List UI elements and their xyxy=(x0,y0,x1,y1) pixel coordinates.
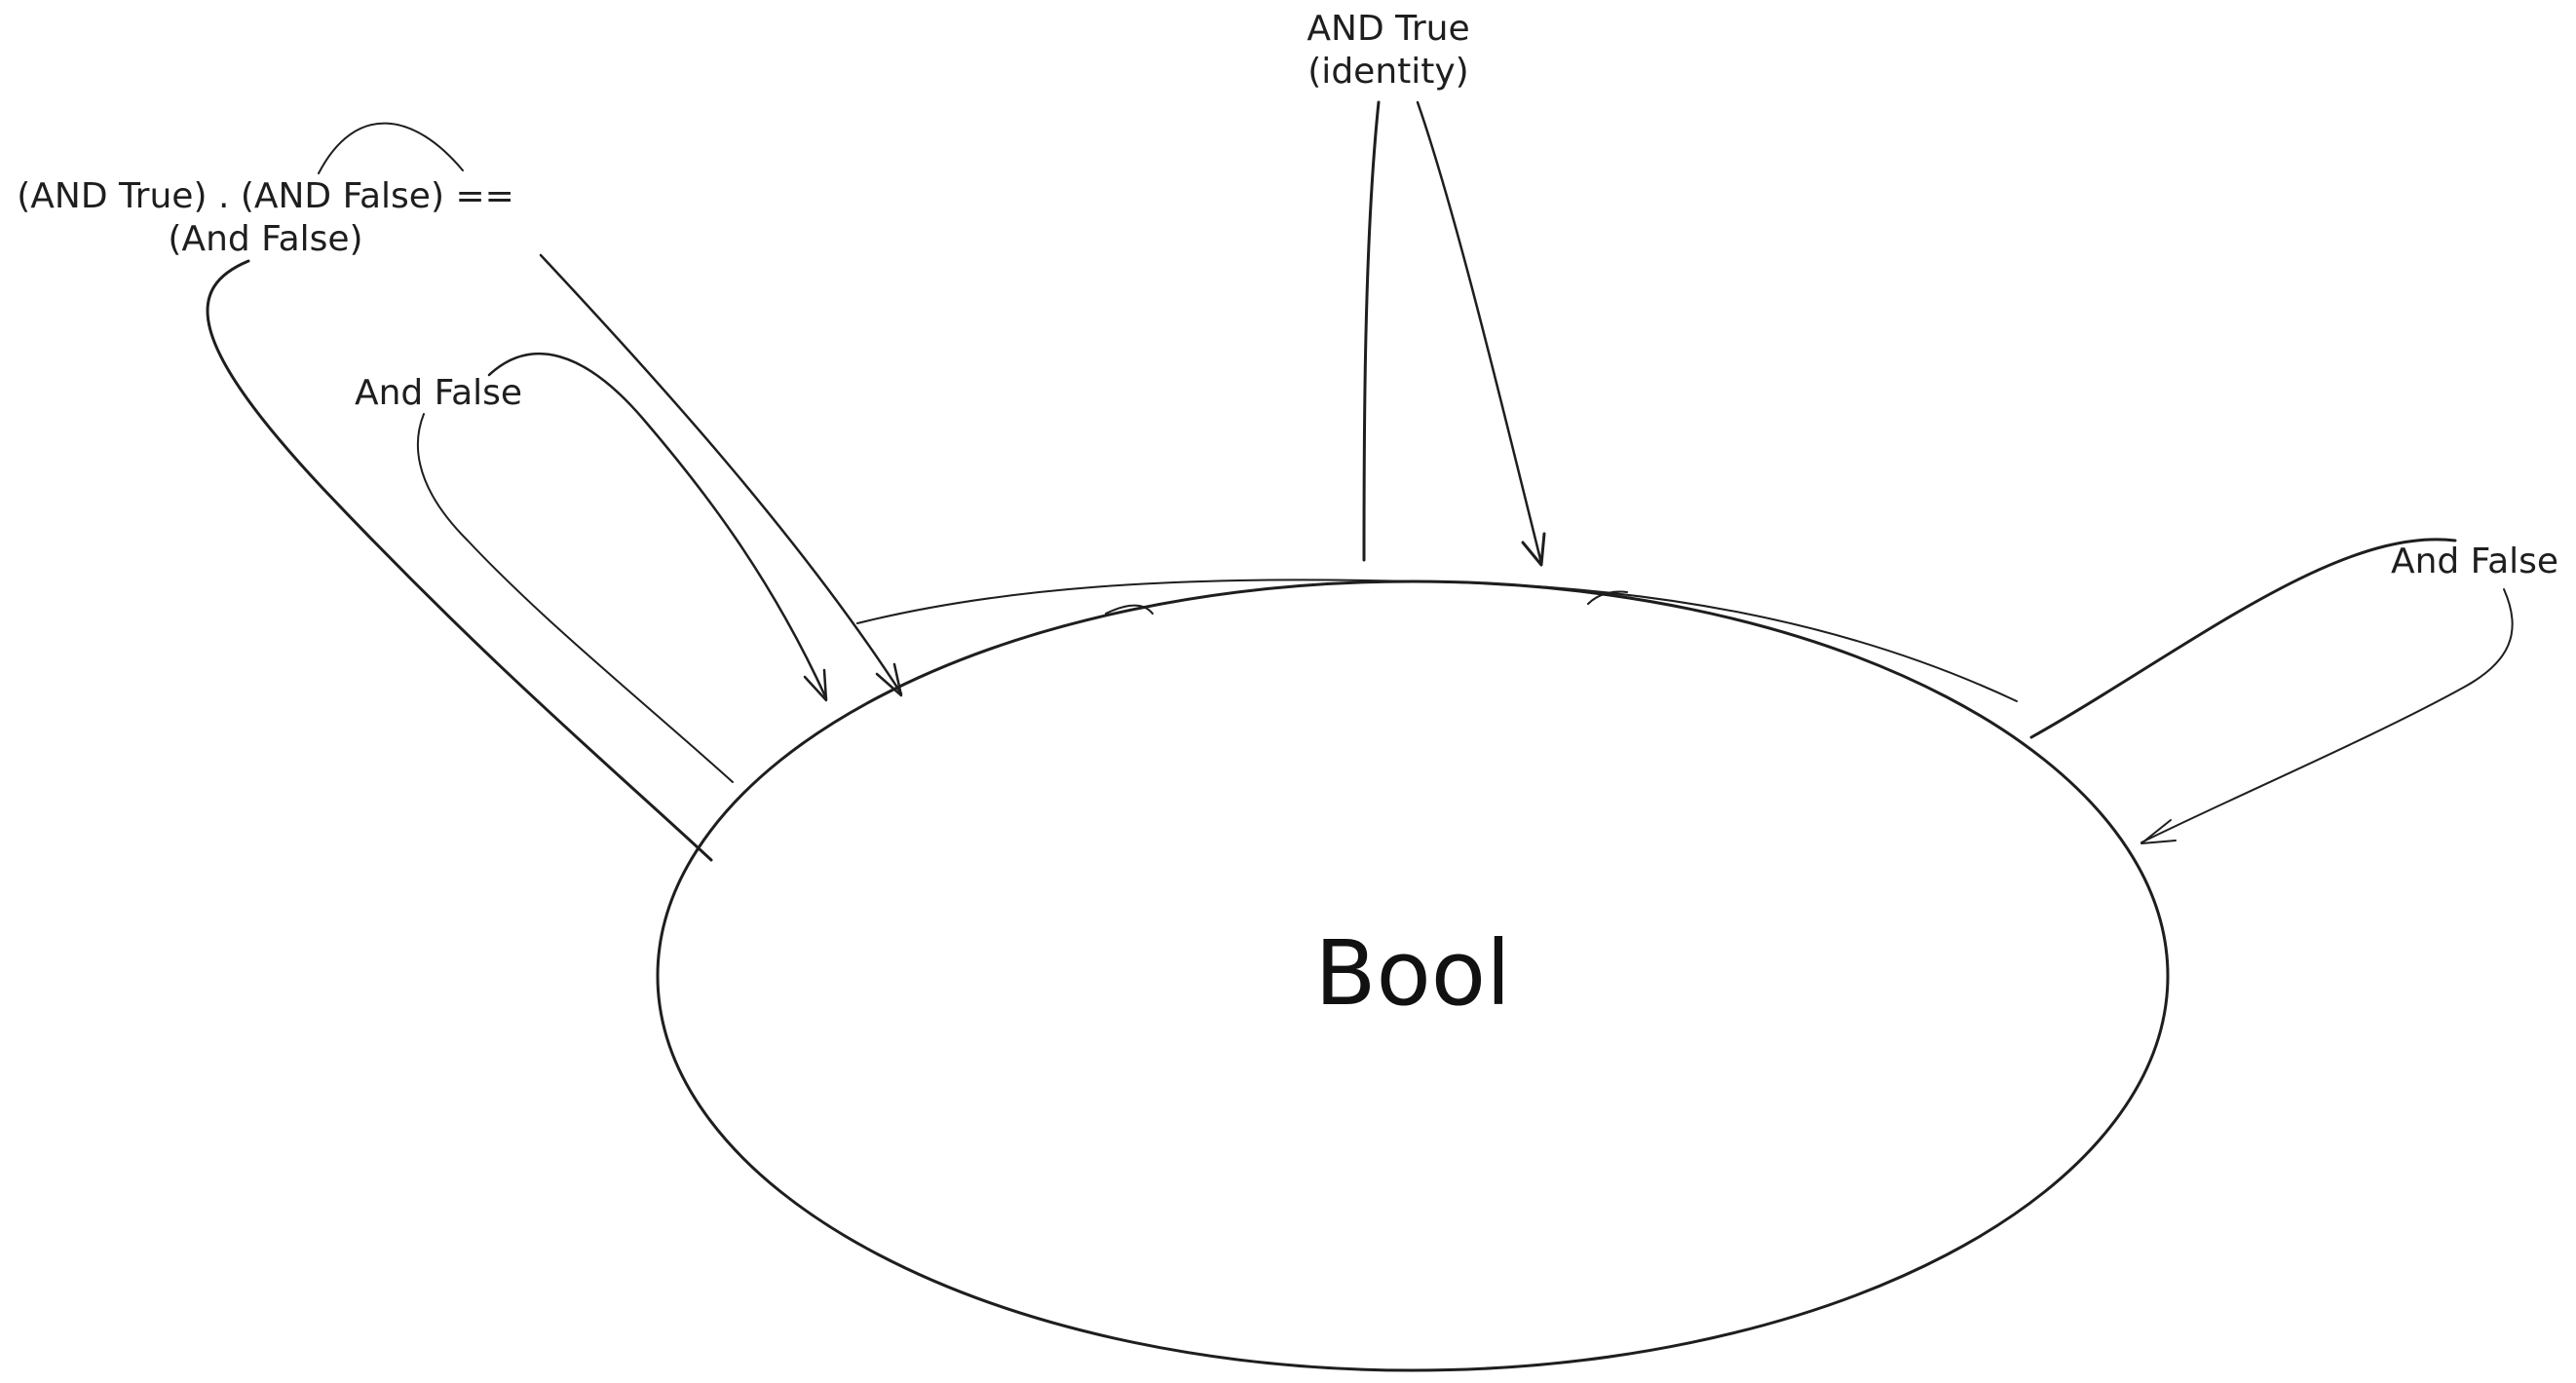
edge-and-false-right-label: And False xyxy=(2390,542,2559,581)
edge-and-false-right-arrow-line xyxy=(2140,588,2514,843)
edge-and-false-left[interactable] xyxy=(416,353,828,783)
edge-identity-label: AND True (identity) xyxy=(1307,9,1470,92)
edge-composition-label: (AND True) . (AND False) == (And False) xyxy=(17,176,514,259)
edge-composition-arrow-line xyxy=(539,253,903,695)
edge-and-false-left-arrowhead xyxy=(803,668,828,702)
edge-identity-line xyxy=(1362,100,1381,562)
edge-and-false-right-line xyxy=(2029,538,2457,739)
edge-identity-arrow-line xyxy=(1416,100,1543,565)
edge-and-false-left-line xyxy=(416,413,734,783)
edge-composition-loop-arc xyxy=(318,122,464,174)
bool-node[interactable] xyxy=(656,579,2170,1372)
bool-node-sketch-stroke xyxy=(856,579,2018,702)
edge-and-false-left-arrow-line xyxy=(487,353,828,700)
edge-composition-line xyxy=(206,259,713,862)
edge-and-false-left-label: And False xyxy=(354,373,523,413)
bool-node-label: Bool xyxy=(1314,921,1511,1026)
bool-node-sketch-tick-left xyxy=(1105,604,1154,615)
edge-identity[interactable] xyxy=(1362,100,1546,567)
edge-and-false-right-arrowhead xyxy=(2140,819,2177,844)
edge-identity-arrowhead xyxy=(1521,532,1546,567)
edge-composition-arrowhead xyxy=(875,662,903,697)
edge-composition[interactable] xyxy=(206,122,903,862)
bool-node-sketch-tick-right xyxy=(1587,590,1628,605)
edge-and-false-right[interactable] xyxy=(2029,538,2514,844)
